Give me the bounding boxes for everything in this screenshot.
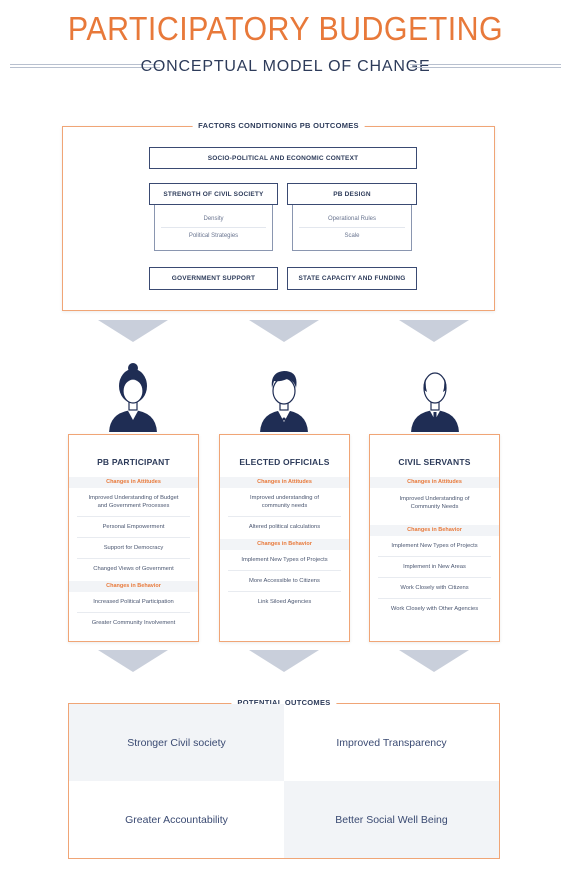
- factors-title: FACTORS CONDITIONING PB OUTCOMES: [192, 121, 365, 130]
- actor-title: PB PARTICIPANT: [97, 457, 170, 467]
- civil-society-box: STRENGTH OF CIVIL SOCIETY: [149, 183, 278, 205]
- list-item: Implement New Types of Projects: [241, 557, 328, 563]
- actor-card-civil-servants: CIVIL SERVANTS Changes in Attitudes Impr…: [369, 434, 500, 642]
- pb-design-item: Scale: [299, 227, 405, 243]
- context-box: SOCIO-POLITICAL AND ECONOMIC CONTEXT: [149, 147, 417, 169]
- bald-man-avatar-icon: [411, 372, 459, 432]
- divider-right: [410, 64, 561, 68]
- outcome-tile: Better Social Well Being: [284, 781, 499, 858]
- behavior-header: Changes in Behavior: [370, 525, 499, 536]
- civil-society-item: Density: [203, 216, 224, 222]
- outcome-tile: Stronger Civil society: [69, 704, 284, 781]
- outcome-tile: Improved Transparency: [336, 736, 447, 749]
- list-item: More Accessible to Citizens: [228, 570, 341, 591]
- chevron-down-icon: [249, 320, 319, 342]
- state-capacity-box: STATE CAPACITY AND FUNDING: [287, 267, 417, 290]
- chevron-down-icon: [98, 650, 168, 672]
- behavior-header: Changes in Behavior: [220, 539, 349, 550]
- list-item: Work Closely with Citizens: [378, 577, 491, 598]
- pb-design-item: Operational Rules: [327, 216, 377, 222]
- civil-society-item: Political Strategies: [161, 227, 266, 243]
- list-item: Greater Community Involvement: [77, 612, 190, 633]
- attitudes-header: Changes in Attitudes: [220, 477, 349, 488]
- list-item: Improved Understanding of Budget and Gov…: [88, 495, 179, 509]
- list-item: Increased Political Participation: [93, 599, 174, 605]
- list-item: Altered political calculations: [228, 516, 341, 537]
- divider-left: [10, 64, 160, 68]
- chevron-down-icon: [249, 650, 319, 672]
- outcome-tile: Greater Accountability: [125, 813, 228, 826]
- man-avatar-icon: [260, 371, 308, 432]
- behavior-header: Changes in Behavior: [69, 581, 198, 592]
- chevron-down-icon: [399, 320, 469, 342]
- chevron-down-icon: [399, 650, 469, 672]
- list-item: Improved understanding of community need…: [250, 495, 319, 509]
- chevron-down-icon: [98, 320, 168, 342]
- page-title: PARTICIPATORY BUDGETING: [67, 10, 504, 47]
- list-item: Implement in New Areas: [378, 556, 491, 577]
- list-item: Support for Democracy: [77, 537, 190, 558]
- list-item: Work Closely with Other Agencies: [378, 598, 491, 619]
- list-item: Changed Views of Government: [77, 558, 190, 579]
- factors-panel: FACTORS CONDITIONING PB OUTCOMES SOCIO-P…: [62, 121, 495, 311]
- attitudes-header: Changes in Attitudes: [69, 477, 198, 488]
- list-item: Improved Understanding of Community Need…: [399, 496, 470, 510]
- pb-design-details: Operational Rules Scale: [292, 205, 412, 251]
- outcomes-title: POTENTIAL OUTCOMES: [231, 698, 337, 707]
- list-item: Link Siloed Agencies: [228, 591, 341, 612]
- civil-society-details: Density Political Strategies: [154, 205, 273, 251]
- list-item: Implement New Types of Projects: [391, 543, 478, 549]
- pb-design-box: PB DESIGN: [287, 183, 417, 205]
- government-support-box: GOVERNMENT SUPPORT: [149, 267, 278, 290]
- list-item: Personal Empowerment: [77, 516, 190, 537]
- actor-title: ELECTED OFFICIALS: [239, 457, 330, 467]
- page-subtitle: CONCEPTUAL MODEL OF CHANGE: [140, 58, 431, 75]
- outcomes-panel: POTENTIAL OUTCOMES Stronger Civil societ…: [68, 698, 500, 859]
- actor-card-pb-participant: PB PARTICIPANT Changes in Attitudes Impr…: [68, 434, 199, 642]
- actor-title: CIVIL SERVANTS: [398, 457, 471, 467]
- subtitle-row: CONCEPTUAL MODEL OF CHANGE: [10, 58, 561, 78]
- actor-card-elected-officials: ELECTED OFFICIALS Changes in Attitudes I…: [219, 434, 350, 642]
- attitudes-header: Changes in Attitudes: [370, 477, 499, 488]
- woman-avatar-icon: [109, 363, 157, 432]
